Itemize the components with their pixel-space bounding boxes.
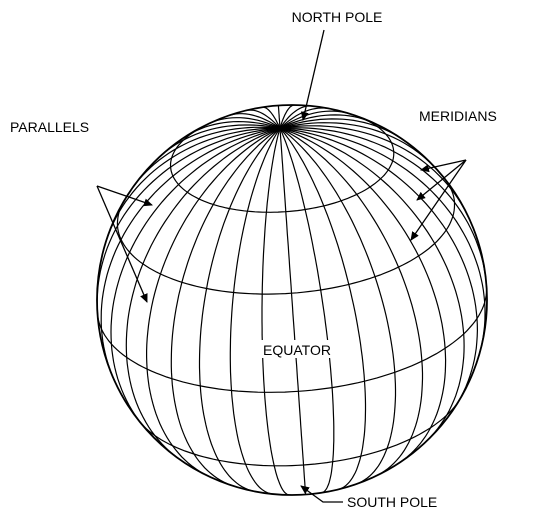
parallels-label: PARALLELS [10, 119, 89, 135]
meridian-line [279, 118, 403, 140]
parallels-leader-lower [96, 185, 148, 303]
meridian-line [279, 105, 310, 129]
parallel-line [116, 180, 456, 295]
equator-label-backdrop [254, 340, 340, 358]
meridian-line [110, 127, 281, 429]
meridian-line [229, 127, 281, 495]
meridian-line [146, 127, 281, 477]
meridian-line [96, 127, 281, 314]
meridian-line [279, 127, 367, 490]
meridian-line [247, 109, 281, 129]
meridian-line [188, 120, 281, 136]
meridian-line [131, 126, 281, 190]
north-pole-leader [300, 29, 325, 121]
meridians-leader-3 [410, 159, 467, 241]
meridian-line [209, 117, 281, 129]
meridian-line [262, 106, 281, 129]
equator-label: EQUATOR [263, 342, 331, 358]
meridian-line [279, 127, 465, 441]
meridians-leader-2 [416, 159, 467, 201]
parallel-line [139, 398, 461, 467]
meridian-line [277, 105, 281, 129]
parallel-line [169, 114, 395, 213]
meridian-line [279, 110, 350, 129]
parallel-lines [96, 114, 488, 467]
meridian-line [159, 124, 281, 157]
meridians-leader-1 [420, 159, 467, 173]
meridian-line [279, 127, 479, 408]
meridian-line [279, 127, 397, 485]
meridian-line [198, 127, 281, 492]
south-pole-leader [300, 485, 343, 503]
meridian-line [230, 113, 281, 129]
north-pole-label: NORTH POLE [292, 9, 383, 25]
equator-line [96, 286, 488, 393]
meridian-line [279, 104, 295, 129]
meridians-label: MERIDIANS [419, 108, 497, 124]
south-pole-label: SOUTH POLE [347, 494, 437, 510]
meridian-line [279, 127, 447, 464]
parallels-leader-upper [96, 185, 153, 207]
meridian-line [125, 127, 281, 459]
meridian-line [279, 114, 373, 129]
meridian-line [279, 122, 436, 168]
